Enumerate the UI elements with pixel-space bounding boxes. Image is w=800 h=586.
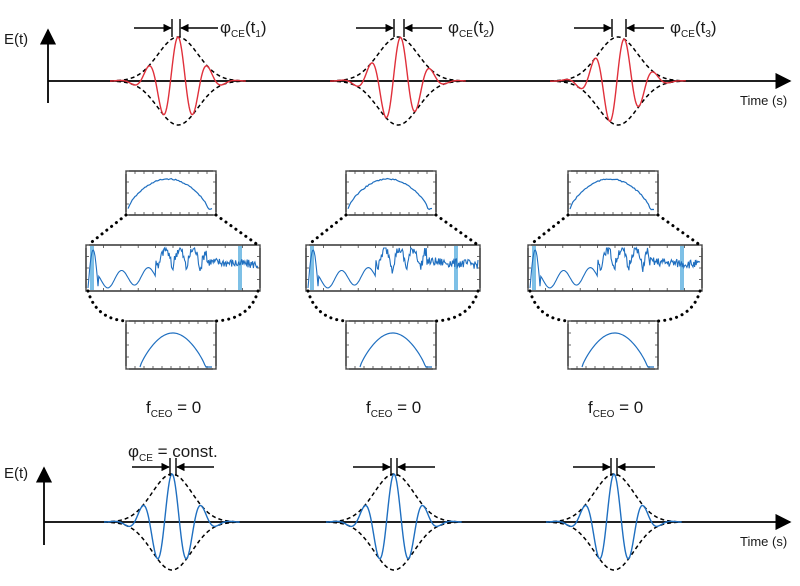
bottom-panel: E(t) Time (s) φCE = const. bbox=[4, 442, 792, 571]
zoom-box-bottom-1 bbox=[125, 320, 217, 370]
phase-const-label: φCE = const. bbox=[128, 442, 218, 464]
spectrum-group-1 bbox=[85, 170, 261, 370]
fceo-label-3: fCEO = 0 bbox=[588, 398, 643, 420]
zoom-box-top-3 bbox=[567, 170, 659, 216]
spectrum-group-3 bbox=[527, 170, 703, 370]
phase-label-1: φCE(t1) bbox=[220, 18, 267, 40]
top-pulse-2-envelope-bottom bbox=[329, 80, 466, 126]
top-pulse-2-carrier bbox=[330, 36, 466, 119]
bottom-y-axis-label: E(t) bbox=[4, 465, 28, 482]
bottom-pulse-3-envelope-bottom bbox=[545, 521, 682, 571]
connector-bottom-left-1 bbox=[86, 289, 128, 323]
bottom-pulse-train bbox=[103, 473, 682, 571]
top-pulse-1-envelope-top bbox=[109, 36, 246, 82]
comb-marker-low-3 bbox=[532, 246, 536, 290]
spectrum-line-3 bbox=[529, 246, 701, 289]
zoom-top-spectrum-line-2 bbox=[347, 177, 433, 211]
phase-label-2: φCE(t2) bbox=[448, 18, 495, 40]
connector-bottom-left-3 bbox=[528, 289, 570, 323]
bottom-pulse-3-carrier bbox=[546, 473, 682, 560]
comb-marker-high-1 bbox=[238, 246, 242, 290]
top-x-axis-label: Time (s) bbox=[740, 93, 787, 108]
spectra-panels bbox=[85, 170, 703, 370]
comb-marker-high-3 bbox=[680, 246, 684, 290]
zoom-box-bottom-2 bbox=[345, 320, 437, 370]
top-pulse-train bbox=[109, 36, 686, 126]
top-y-axis-label: E(t) bbox=[4, 31, 28, 48]
connector-bottom-left-2 bbox=[306, 289, 348, 323]
bottom-pulse-1-envelope-top bbox=[103, 473, 240, 523]
top-pulse-3-envelope-bottom bbox=[549, 80, 686, 126]
bottom-pulse-2-envelope-bottom bbox=[325, 521, 462, 571]
spectrum-line-1 bbox=[87, 246, 259, 289]
fceo-label-2: fCEO = 0 bbox=[366, 398, 421, 420]
phase-label-3: φCE(t3) bbox=[670, 18, 717, 40]
top-pulse-3-carrier bbox=[550, 38, 686, 123]
bottom-pulse-1-carrier bbox=[104, 473, 240, 560]
top-pulse-2-envelope-top bbox=[329, 36, 466, 82]
comb-marker-low-1 bbox=[90, 246, 94, 290]
zoom-bottom-spectrum-line-3 bbox=[581, 332, 654, 368]
bottom-pulse-1-envelope-bottom bbox=[103, 521, 240, 571]
zoom-box-top-2 bbox=[345, 170, 437, 216]
bottom-pulse-3-envelope-top bbox=[545, 473, 682, 523]
connector-top-left-2 bbox=[306, 213, 348, 247]
connector-bottom-right-1 bbox=[214, 289, 260, 323]
comb-marker-low-2 bbox=[310, 246, 314, 290]
bottom-x-axis-label: Time (s) bbox=[740, 534, 787, 549]
bottom-pulse-2-envelope-top bbox=[325, 473, 462, 523]
connector-bottom-right-3 bbox=[656, 289, 702, 323]
connector-top-left-3 bbox=[528, 213, 570, 247]
comb-marker-high-2 bbox=[454, 246, 458, 290]
top-pulse-1-carrier bbox=[110, 36, 246, 116]
connector-top-right-1 bbox=[214, 213, 260, 247]
spectrum-line-2 bbox=[307, 246, 479, 289]
zoom-box-bottom-3 bbox=[567, 320, 659, 370]
zoom-bottom-spectrum-line-1 bbox=[139, 332, 212, 368]
top-pulse-3-envelope-top bbox=[549, 36, 686, 82]
spectrum-group-2 bbox=[305, 170, 481, 370]
connector-top-right-3 bbox=[656, 213, 702, 247]
connector-bottom-right-2 bbox=[434, 289, 480, 323]
top-panel: E(t) Time (s) φCE(t1) φCE(t2) φCE(t3) bbox=[4, 18, 792, 126]
fceo-label-1: fCEO = 0 bbox=[146, 398, 201, 420]
top-phase-markers bbox=[134, 19, 664, 37]
connector-top-left-1 bbox=[86, 213, 128, 247]
zoom-top-spectrum-line-1 bbox=[127, 177, 213, 210]
zoom-bottom-spectrum-line-2 bbox=[359, 332, 432, 368]
top-pulse-1-envelope-bottom bbox=[109, 80, 246, 126]
bottom-pulse-2-carrier bbox=[326, 473, 462, 560]
zoom-top-spectrum-line-3 bbox=[569, 178, 655, 211]
bottom-phase-markers bbox=[132, 458, 655, 476]
connector-top-right-2 bbox=[434, 213, 480, 247]
